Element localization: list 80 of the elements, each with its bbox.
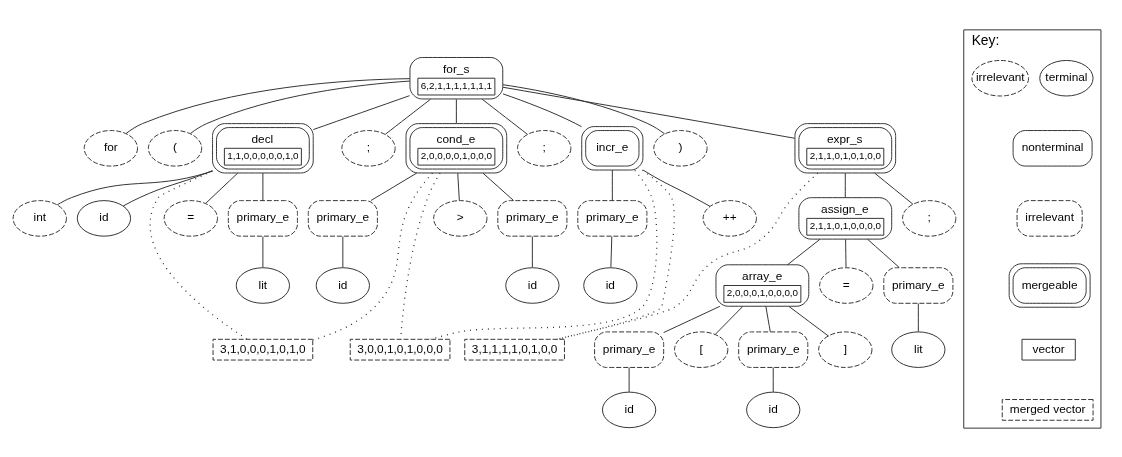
connector	[455, 98, 457, 124]
connector	[765, 305, 771, 332]
node-box: primary_e	[227, 199, 298, 237]
connector	[663, 305, 721, 333]
node-ellipse: ;	[341, 129, 396, 167]
node-box: mergeable	[1008, 262, 1091, 308]
connector	[205, 172, 239, 204]
node-ellipse: for	[83, 129, 138, 167]
node-ellipse: irrelevant	[971, 59, 1030, 96]
connector	[845, 238, 847, 268]
connector	[502, 83, 666, 134]
connector	[611, 169, 613, 201]
connector	[342, 235, 344, 268]
node-box: vector	[1021, 338, 1076, 361]
connector	[628, 366, 630, 392]
connector	[844, 172, 846, 198]
node-box: primary_e	[497, 199, 568, 237]
connector	[772, 366, 774, 392]
node-box: 3,1,0,0,0,1,0,1,0	[212, 338, 314, 361]
node-ellipse: int	[12, 199, 67, 237]
connector	[531, 235, 533, 268]
connector	[190, 80, 411, 134]
node-box: irrelevant	[1016, 199, 1083, 237]
node-box: primary_e	[594, 330, 665, 368]
node-box: primary_e	[307, 199, 378, 237]
connector	[56, 170, 213, 205]
connector	[555, 171, 819, 340]
node-box: primary_e	[738, 330, 809, 368]
node-ellipse: id	[583, 266, 638, 304]
node-box: array_e 2,0,0,0,1,0,0,0,0	[715, 263, 810, 307]
connector	[482, 172, 515, 201]
connector	[714, 305, 744, 335]
node-box: merged vector	[1001, 398, 1094, 421]
connector	[312, 171, 434, 341]
connector	[917, 302, 919, 332]
node-ellipse: lit	[891, 330, 946, 368]
node-ellipse: )	[653, 129, 708, 167]
node-box: primary_e	[883, 266, 954, 304]
node-ellipse: ++	[702, 199, 757, 237]
connector	[788, 305, 829, 336]
node-box: 3,1,1,1,1,0,1,0,0	[464, 338, 565, 361]
connector	[502, 92, 582, 127]
node-box: for_s 6,2,1,1,1,1,1,1,1	[409, 56, 504, 99]
node-ellipse: id	[746, 391, 801, 428]
node-ellipse: id	[505, 266, 560, 304]
node-ellipse: =	[163, 199, 218, 237]
node-ellipse: id	[315, 266, 370, 304]
node-box: nonterminal	[1012, 129, 1093, 167]
node-ellipse: ;	[902, 199, 957, 237]
node-box: 3,0,0,1,0,1,0,0,0	[349, 338, 451, 361]
node-ellipse: ;	[517, 129, 572, 167]
connector	[384, 98, 431, 135]
connector	[149, 170, 248, 340]
connector	[867, 238, 900, 268]
node-ellipse: (	[147, 129, 203, 167]
node-ellipse: ]	[818, 330, 873, 368]
connector	[125, 77, 411, 134]
node-ellipse: [	[674, 330, 729, 368]
connector	[787, 238, 821, 265]
connector	[312, 94, 410, 130]
node-ellipse: terminal	[1039, 59, 1094, 96]
connector	[502, 86, 796, 139]
connector	[122, 169, 213, 206]
node-ellipse: id	[76, 199, 132, 237]
connector	[429, 169, 658, 340]
connector	[370, 172, 418, 201]
connector	[610, 235, 613, 268]
node-box: primary_e	[577, 199, 648, 237]
connector	[874, 172, 914, 205]
connector	[457, 172, 460, 201]
connector	[262, 172, 264, 201]
node-box: assign_e 2,1,1,0,1,0,0,0,0	[798, 196, 893, 240]
node-ellipse: =	[819, 266, 874, 304]
connector	[262, 235, 264, 268]
connector	[642, 169, 711, 207]
node-ellipse: lit	[235, 266, 291, 304]
node-ellipse: id	[601, 391, 657, 428]
node-ellipse: >	[433, 199, 488, 237]
connector	[556, 169, 675, 340]
connector	[481, 98, 528, 135]
